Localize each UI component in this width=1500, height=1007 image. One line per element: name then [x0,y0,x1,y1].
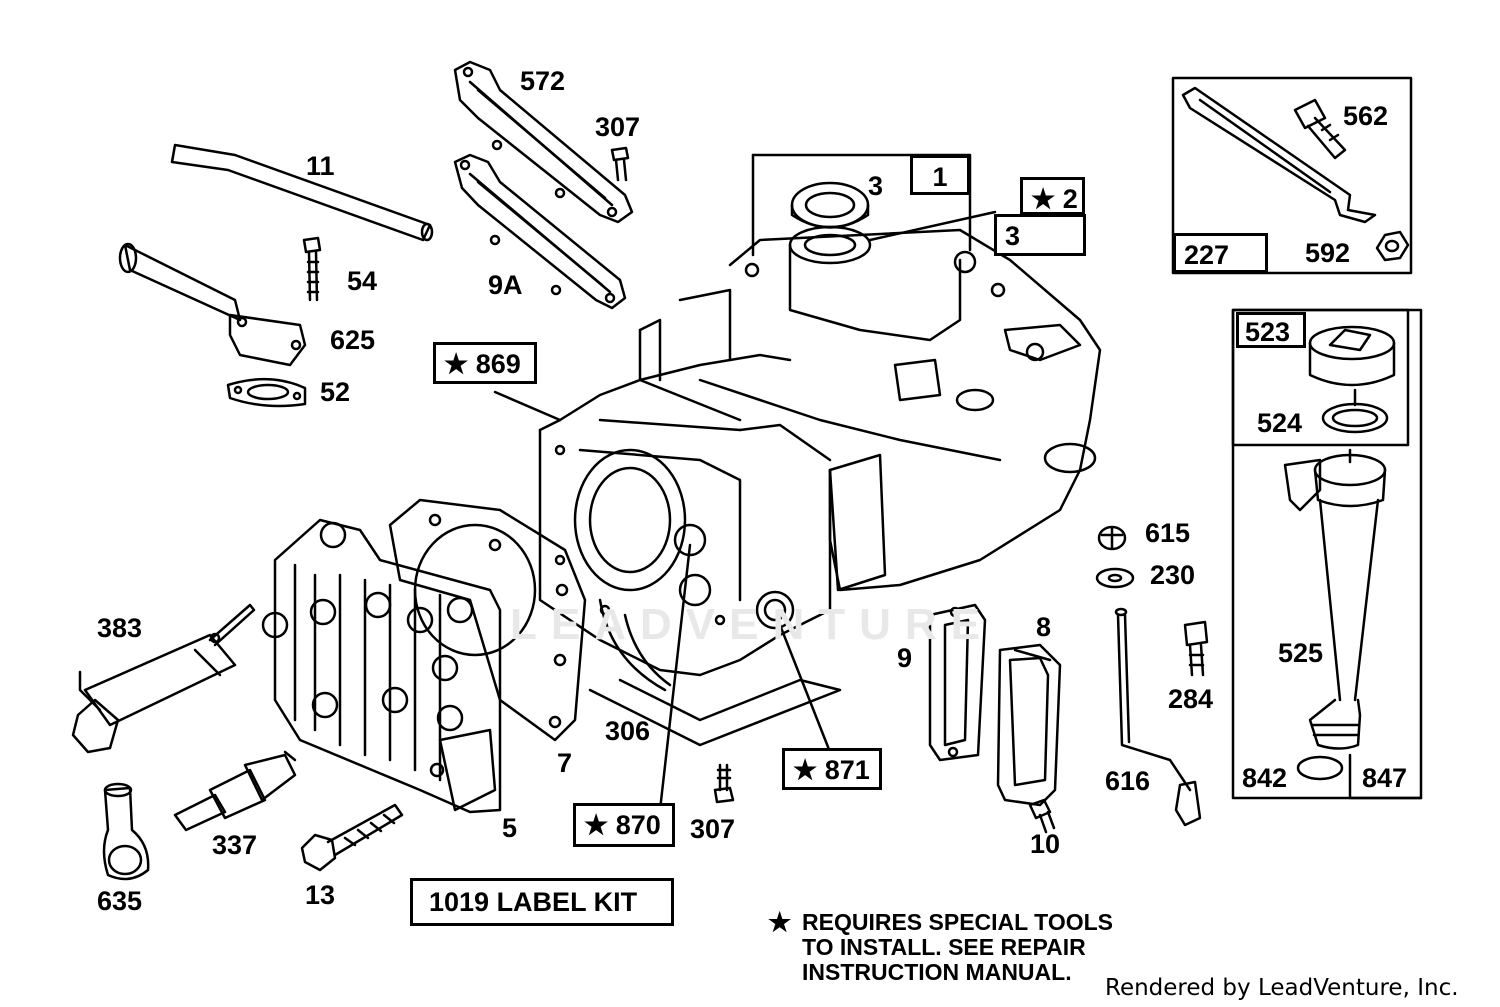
part-label-230: 230 [1150,560,1196,590]
screw-54-drawing [302,236,322,302]
part-label-615: 615 [1145,518,1191,548]
fill-tube-drawing [1283,448,1387,750]
part-label-5: 5 [502,813,518,843]
leader-870 [658,543,692,812]
gasket-572-drawing [453,60,634,224]
part-label-592: 592 [1305,238,1351,268]
label-kit-box: 1019 LABEL KIT [410,878,674,926]
part-label-524: 524 [1257,408,1303,438]
watermark: LEADVENTURE [510,600,995,649]
part-label-625: 625 [330,325,376,355]
oil-seal-drawing [790,181,870,229]
box-label-2: ★ 2 [1020,177,1085,215]
box-label-869: ★ 869 [433,342,537,384]
plug-wrench-drawing [71,603,256,754]
part-label-383: 383 [97,613,143,643]
part-label-572: 572 [520,66,566,96]
part-label-525: 525 [1278,638,1324,668]
part-label-9a: 9A [488,270,523,300]
breather-tube-drawing [170,143,434,242]
part-label-8: 8 [1036,612,1052,642]
part-label-842: 842 [1242,763,1288,793]
screw-10-drawing [1028,798,1056,834]
screw-307-lower-drawing [713,763,735,804]
spark-plug-drawing [173,750,297,832]
washer-230-drawing [1095,567,1135,589]
part-label-11: 11 [306,151,335,181]
box-label-227: 227 [1173,233,1268,273]
credit-text: Rendered by LeadVenture, Inc. [1105,975,1459,1001]
terminal-boot-drawing [102,782,150,881]
part-label-54: 54 [347,266,378,296]
plate-9a-drawing [453,153,627,310]
cylinder-head-drawing [261,518,502,814]
breather-assembly-drawing [118,242,307,367]
oil-cap-drawing [1308,325,1396,434]
part-label-306: 306 [605,716,651,746]
gasket-306-drawing [588,598,842,747]
note-line-3: INSTRUCTION MANUAL. [802,959,1072,985]
box-label-3: 3 [994,214,1086,256]
gasket-9-drawing [928,603,987,762]
rod-616-drawing [1114,607,1202,827]
part-label-9: 9 [897,643,913,673]
part-label-13: 13 [305,880,336,910]
bracket-227-drawing [1181,86,1377,224]
part-label-284: 284 [1168,684,1214,714]
grommet-615-drawing [1097,525,1127,551]
box-227-frame [1171,76,1413,275]
part-label-307-top: 307 [595,112,641,142]
leader-869 [493,390,562,422]
part-label-337: 337 [212,830,258,860]
part-label-52: 52 [320,377,351,407]
box-label-523: 523 [1236,312,1306,348]
box-label-1: 1 [910,155,970,195]
part-label-847: 847 [1362,763,1408,793]
part-label-562: 562 [1343,101,1389,131]
box-label-871: ★ 871 [782,748,882,790]
part-label-307-lower: 307 [690,814,736,844]
screw-307-top-drawing [610,146,630,182]
box-label-870: ★ 870 [573,803,675,847]
nut-592-drawing [1375,230,1410,262]
bolt-562-drawing [1293,98,1347,160]
star-icon: ★ [768,907,792,937]
part-label-7: 7 [557,748,573,778]
bolt-13-drawing [300,803,404,872]
note-line-1: REQUIRES SPECIAL TOOLS [802,909,1113,935]
part-label-616: 616 [1105,766,1151,796]
part-label-635: 635 [97,886,143,916]
leader-871 [778,623,832,754]
screw-284-drawing [1183,620,1209,677]
oring-842-drawing [1296,755,1344,781]
breather-cover-drawing [996,643,1062,807]
gasket-52-drawing [226,377,307,408]
part-label-10: 10 [1030,829,1061,859]
part-label-3-seal: 3 [868,171,884,201]
crankcase-drawing [538,225,1102,677]
box-523-frame [1231,308,1410,447]
note-line-2: TO INSTALL. SEE REPAIR [802,934,1086,960]
